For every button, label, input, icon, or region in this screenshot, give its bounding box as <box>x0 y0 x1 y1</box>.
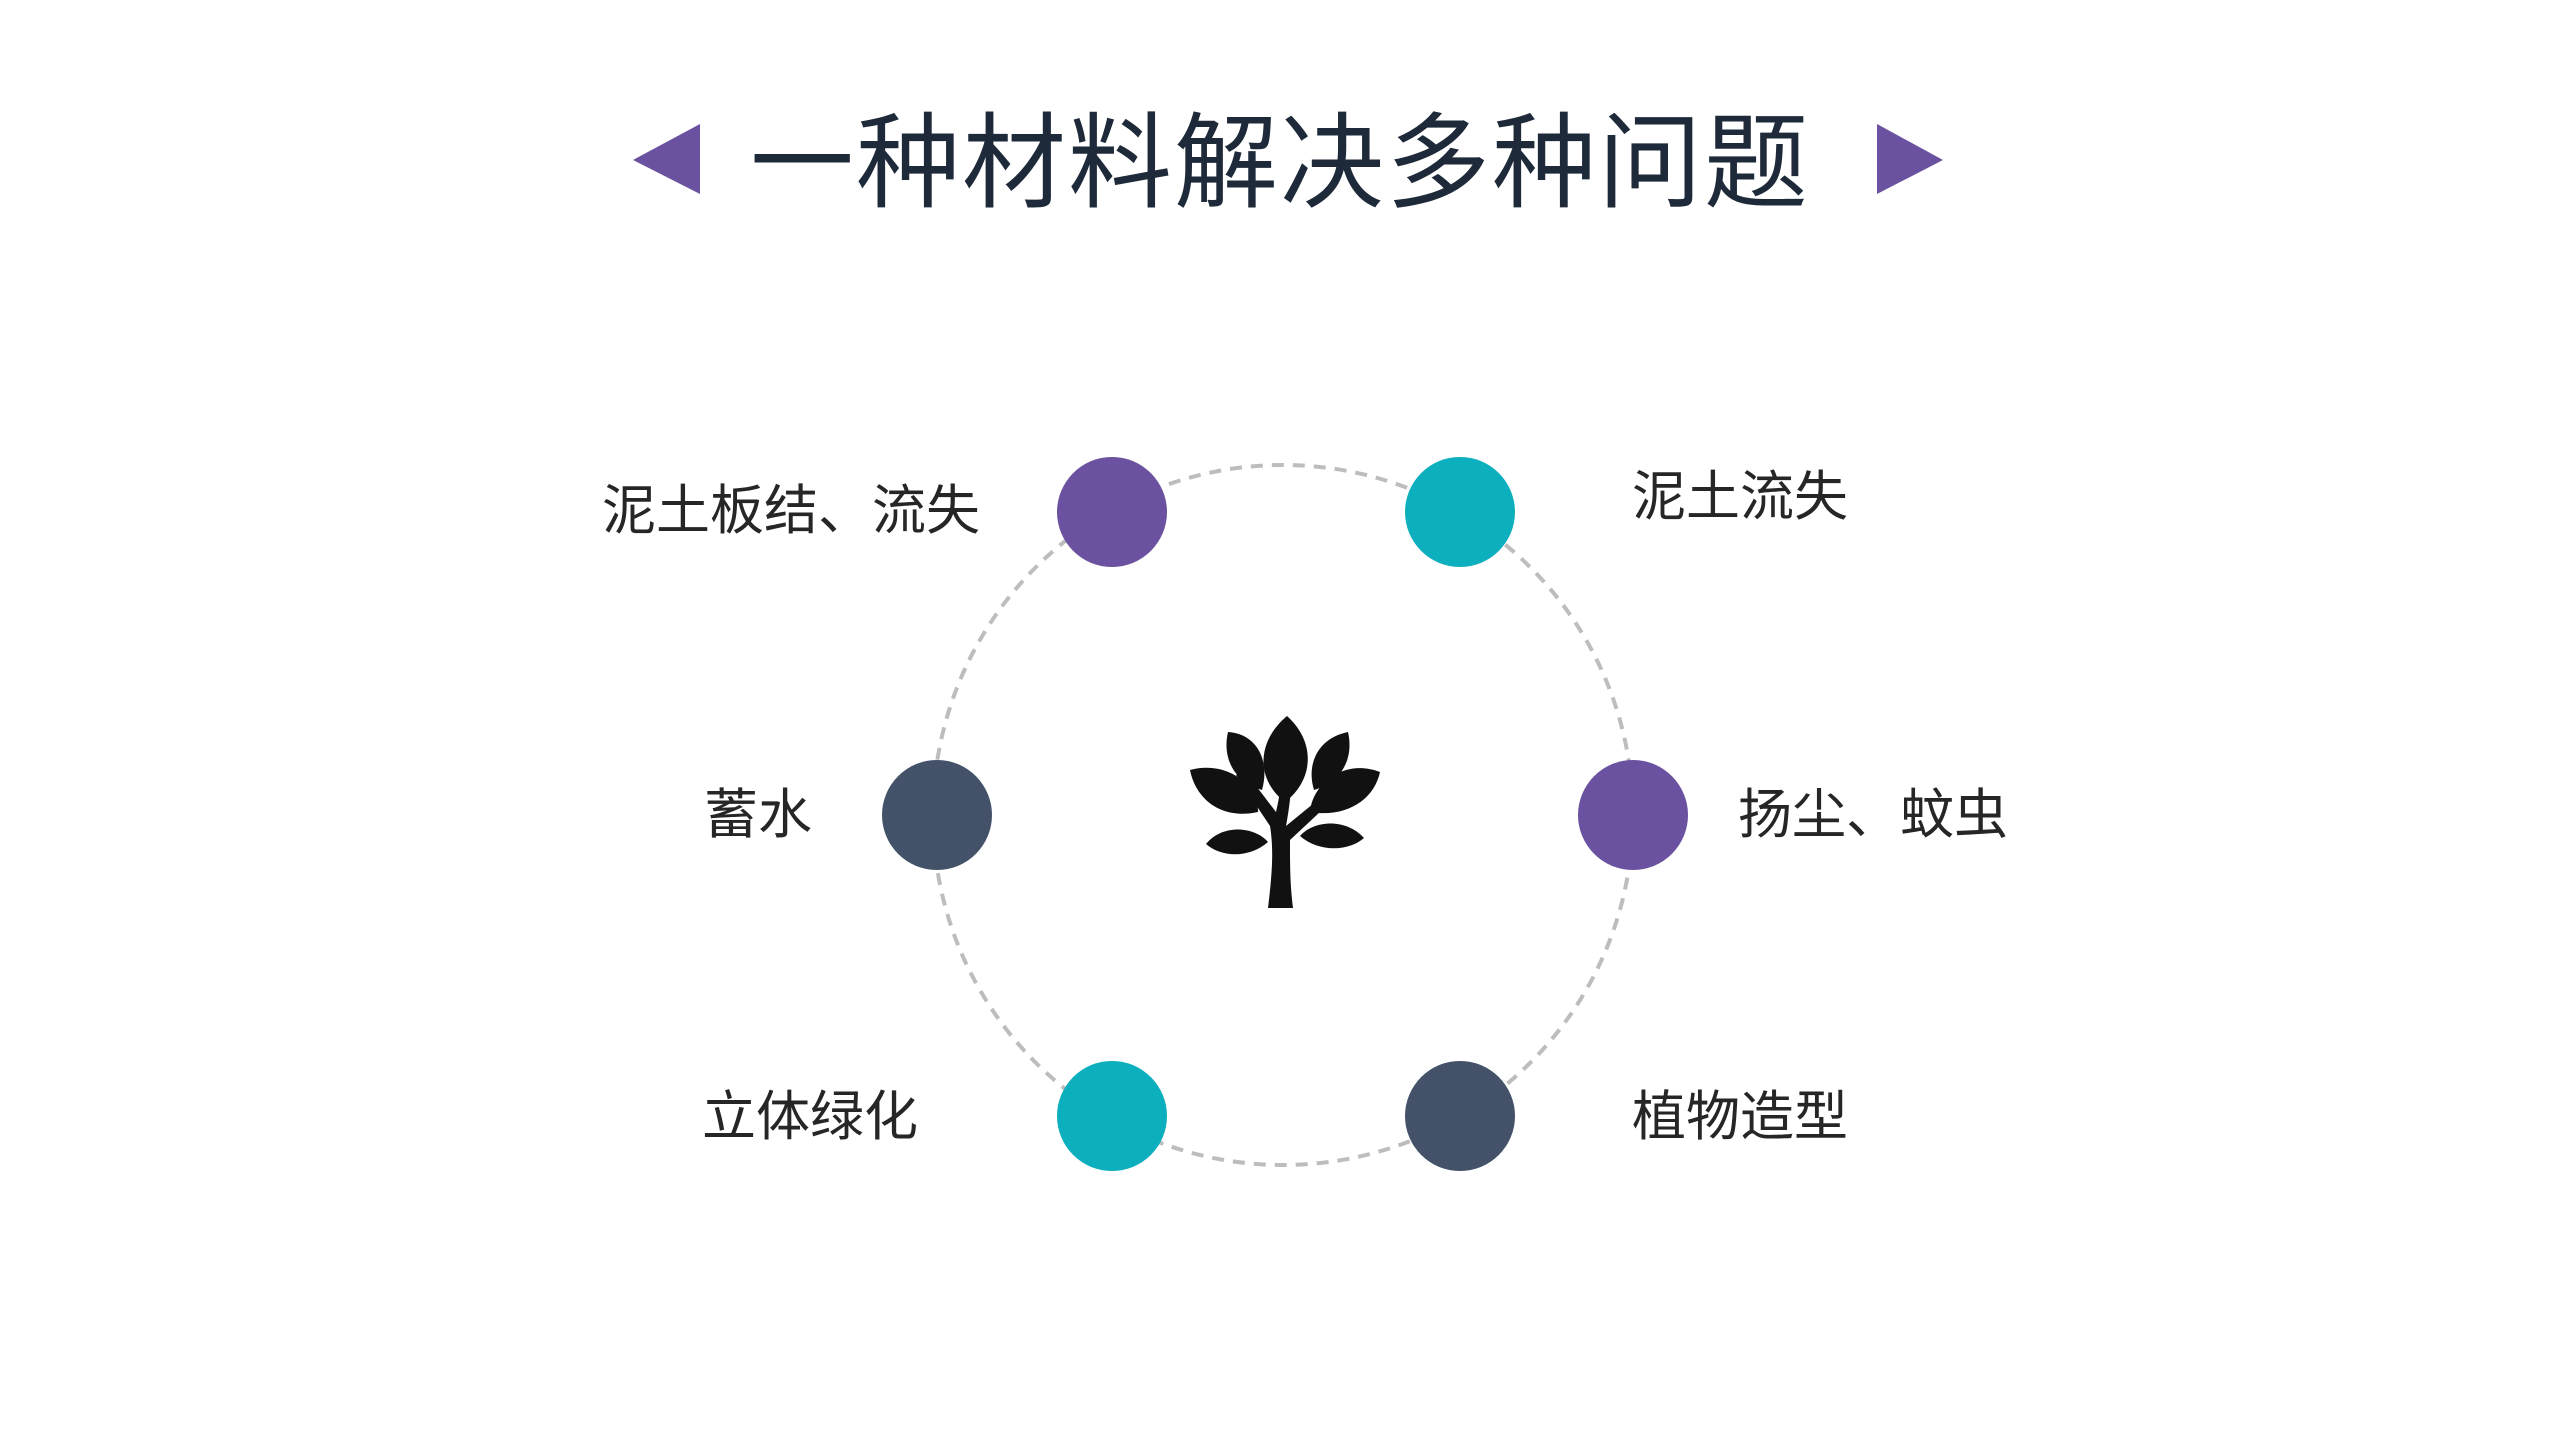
node-label-top-right: 泥土流失 <box>1632 465 1848 528</box>
triangle-left-icon[interactable] <box>633 124 700 194</box>
page-title: 一种材料解决多种问题 <box>749 102 1810 224</box>
node-label-top-left: 泥土板结、流失 <box>602 479 980 542</box>
node-label-mid-right: 扬尘、蚊虫 <box>1738 783 2008 846</box>
node-label-mid-left: 蓄水 <box>704 783 812 846</box>
node-circle-mid-right <box>1578 760 1688 870</box>
node-label-bottom-right: 植物造型 <box>1632 1085 1848 1148</box>
node-circle-mid-left <box>882 760 992 870</box>
node-circle-top-right <box>1405 457 1515 567</box>
node-circle-bottom-left <box>1057 1061 1167 1171</box>
tree-icon <box>1190 716 1380 908</box>
node-circle-top-left <box>1057 457 1167 567</box>
node-circle-bottom-right <box>1405 1061 1515 1171</box>
triangle-right-icon[interactable] <box>1877 124 1943 194</box>
node-label-bottom-left: 立体绿化 <box>702 1085 918 1148</box>
